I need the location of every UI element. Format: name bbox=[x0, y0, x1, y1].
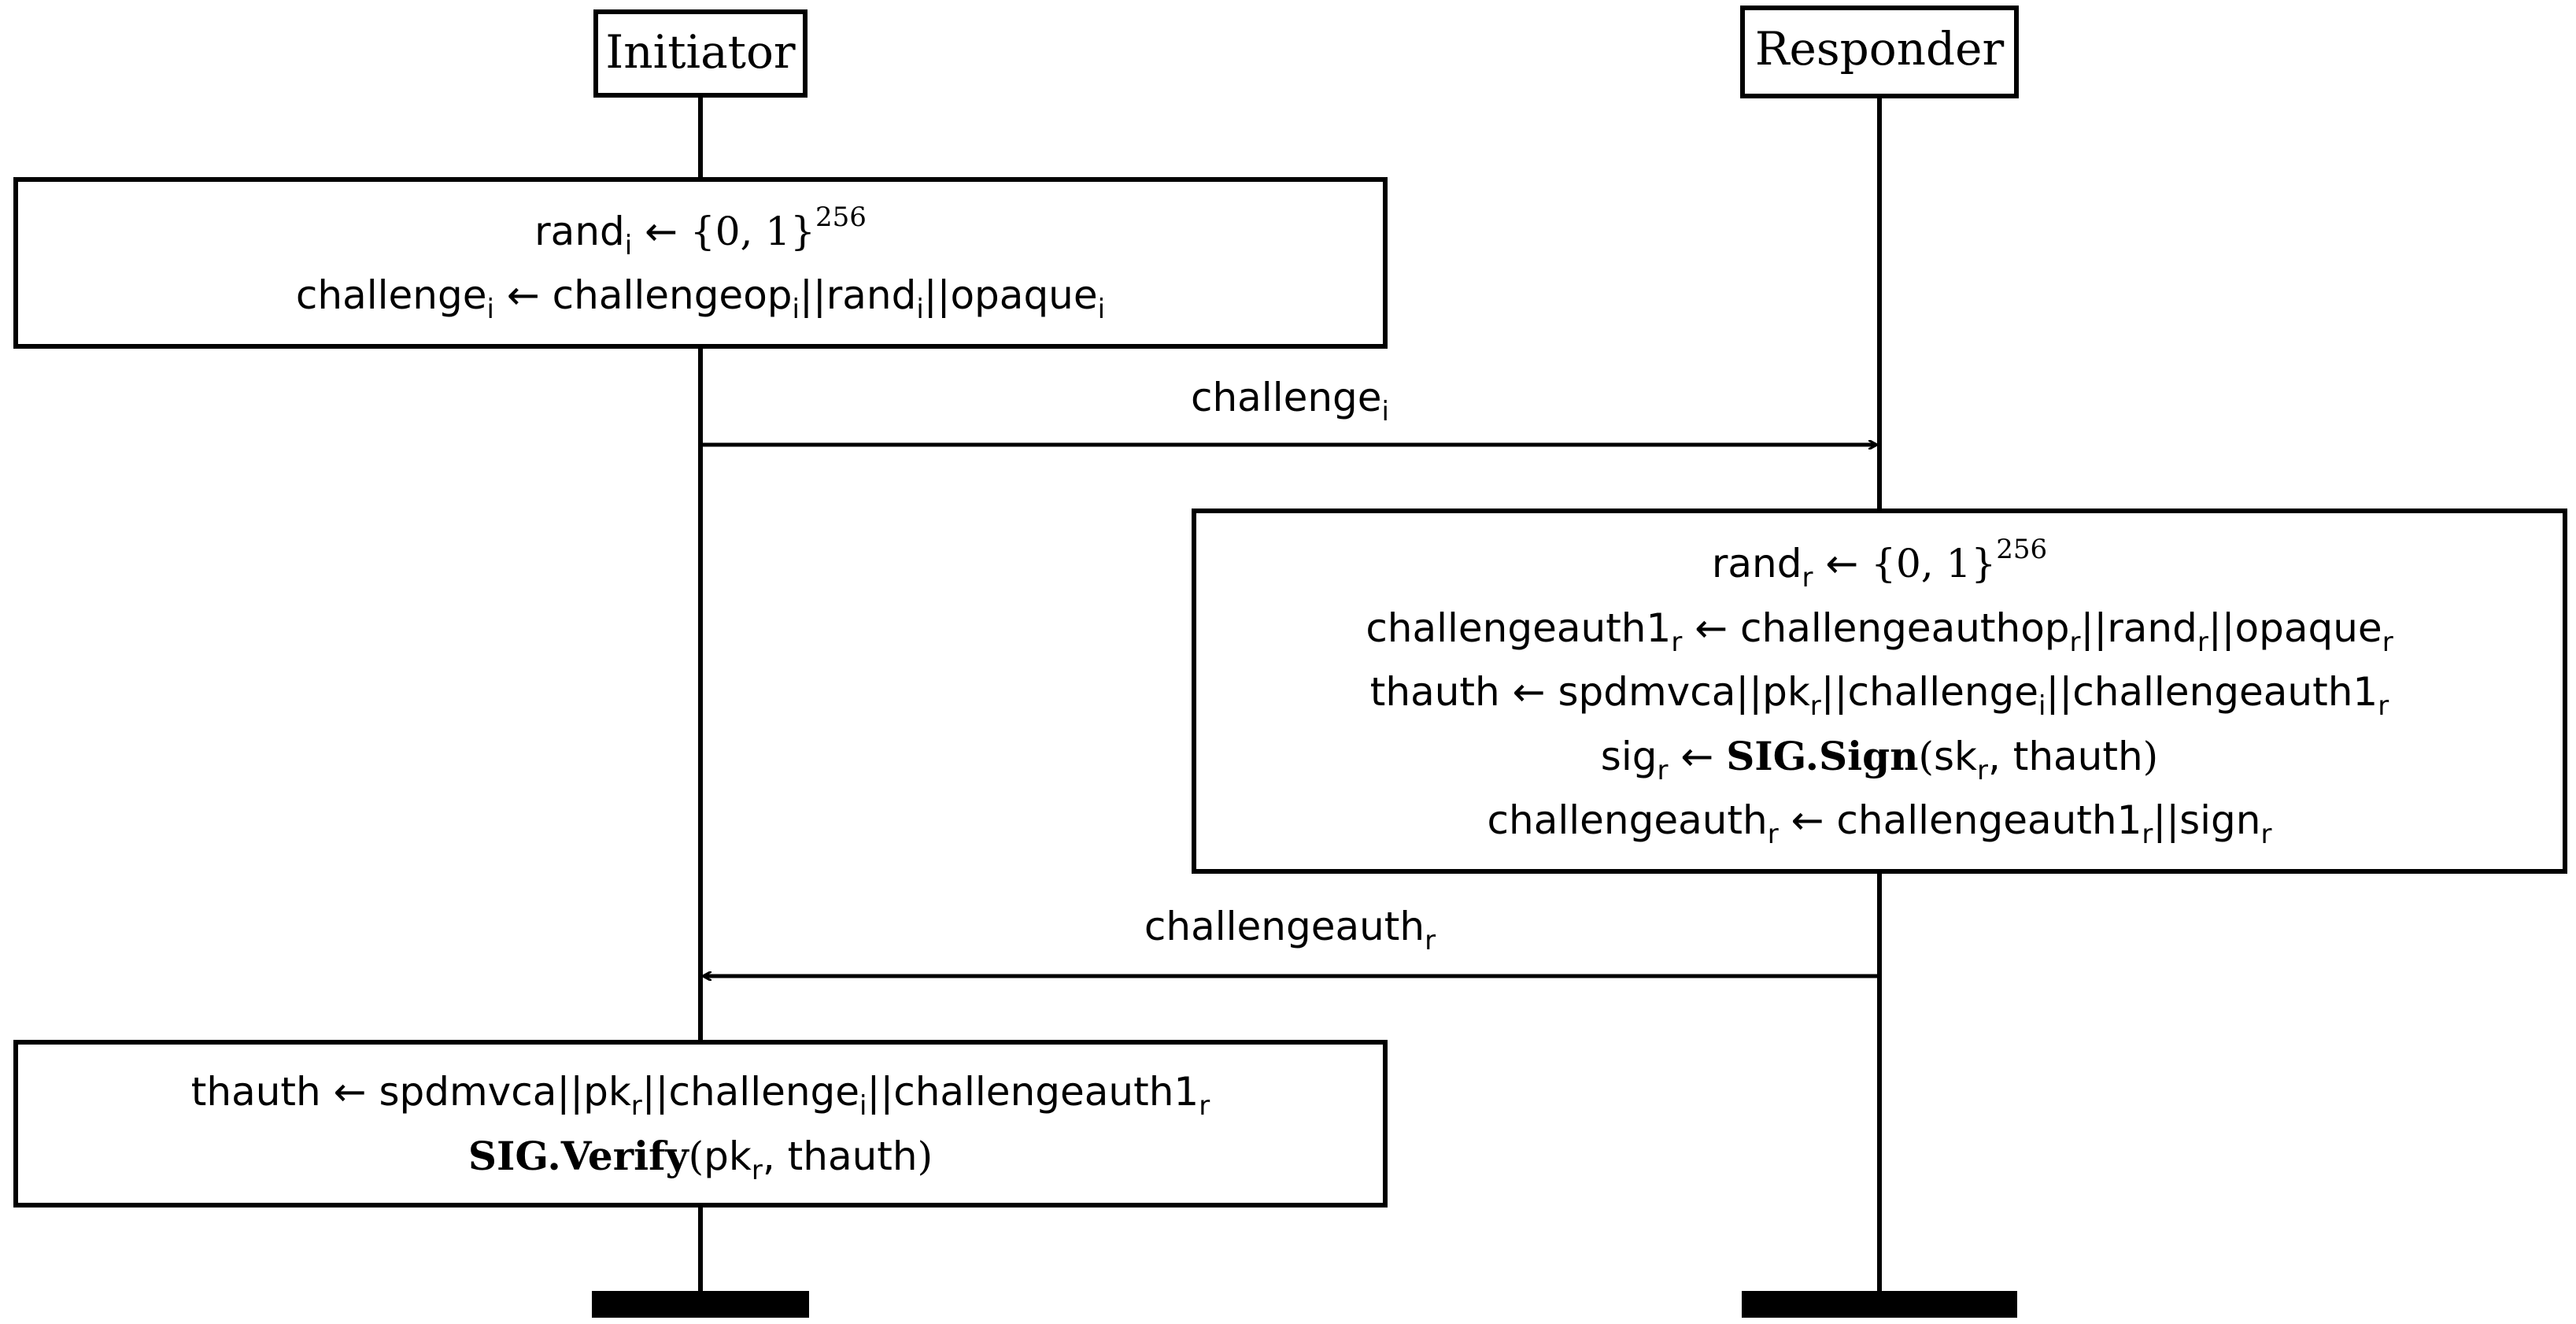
initiator-label: Initiator bbox=[605, 25, 795, 79]
initiator-box2-line2: SIG.Verify(pkr, thauth) bbox=[468, 1133, 933, 1186]
initiator-box1-line1: randi ← {0, 1}256 bbox=[534, 202, 867, 261]
responder-box-line1: randr ← {0, 1}256 bbox=[1712, 534, 2047, 594]
responder-compute-box bbox=[1192, 509, 2567, 874]
message2-label: challengeauthr bbox=[1144, 904, 1436, 956]
responder-box-line4: sigr ← SIG.Sign(skr, thauth) bbox=[1601, 733, 2158, 786]
responder-box-line5: challengeauthr ← challengeauth1r||signr bbox=[1488, 797, 2272, 850]
responder-label: Responder bbox=[1755, 22, 2005, 76]
responder-box-line3: thauth ← spdmvca||pkr||challengei||chall… bbox=[1370, 669, 2389, 722]
initiator-box1-line2: challengei ← challengeopi||randi||opaque… bbox=[296, 272, 1105, 325]
responder-header-box bbox=[1740, 6, 2019, 98]
initiator-verify-box bbox=[13, 1040, 1388, 1208]
responder-box-line2: challengeauth1r ← challengeauthopr||rand… bbox=[1366, 605, 2393, 658]
initiator-header-box bbox=[593, 9, 808, 98]
initiator-lifeline-end bbox=[592, 1291, 809, 1318]
initiator-box2-line1: thauth ← spdmvca||pkr||challengei||chall… bbox=[191, 1069, 1210, 1122]
message1-label: challengei bbox=[1191, 375, 1389, 427]
responder-lifeline-end bbox=[1742, 1291, 2017, 1318]
initiator-compute-box bbox=[13, 177, 1388, 349]
